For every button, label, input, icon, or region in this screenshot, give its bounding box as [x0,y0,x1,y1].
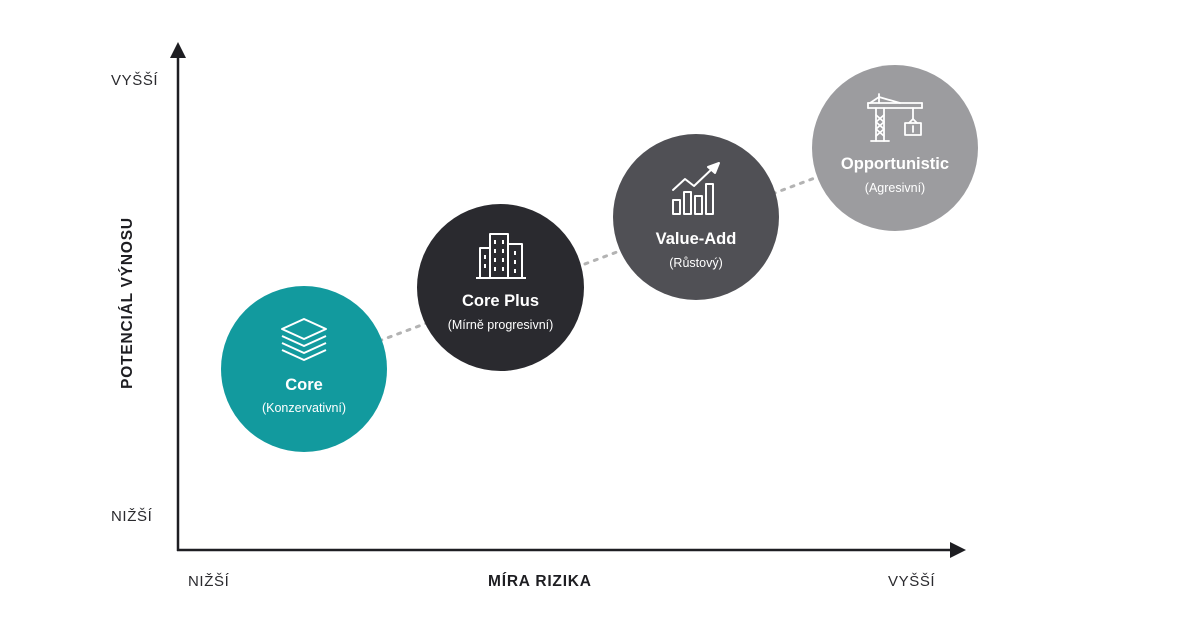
x-axis-low-label: NIŽŠÍ [188,573,230,590]
strategy-subtitle: (Růstový) [669,256,723,270]
crane-icon [867,93,923,142]
y-axis-arrow [170,42,186,58]
strategy-opportunistic: Opportunistic (Agresivní) [812,65,978,231]
connector-line [302,146,897,371]
strategy-name: Opportunistic [840,155,950,173]
strategy-subtitle: (Konzervativní) [261,401,347,415]
y-axis-title: POTENCIÁL VÝNOSU [119,217,136,389]
strategy-subtitle: (Mírně progresivní) [447,318,554,332]
growth-chart-icon [672,162,720,215]
strategy-name: Core Plus [461,292,540,310]
strategy-value-add: Value-Add (Růstový) [613,134,779,300]
strategy-core-plus: Core Plus (Mírně progresivní) [417,204,584,371]
x-axis-title: MÍRA RIZIKA [488,573,592,590]
layers-icon [281,318,327,361]
x-axis-arrow [950,542,966,558]
buildings-icon [475,233,526,279]
strategy-name: Value-Add [655,230,737,248]
strategy-core: Core (Konzervativní) [221,286,387,452]
y-axis-high-label: VYŠŠÍ [111,72,159,89]
strategy-name: Core [285,376,323,394]
strategy-subtitle: (Agresivní) [864,181,926,195]
x-axis-high-label: VYŠŠÍ [888,573,936,590]
y-axis-low-label: NIŽŠÍ [111,508,153,525]
